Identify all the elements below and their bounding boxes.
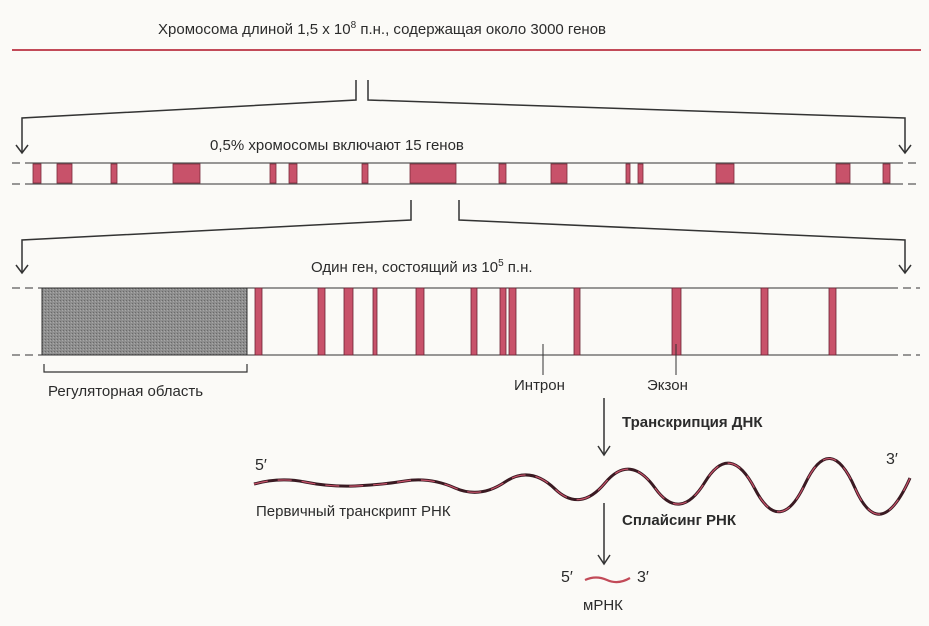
primary-five-prime: 5′ <box>255 457 267 474</box>
gene-mark <box>56 163 73 184</box>
gene-mark <box>269 163 277 184</box>
splicing-arrow <box>597 503 611 566</box>
gene-mark <box>637 163 644 184</box>
transcription-label: Транскрипция ДНК <box>622 414 763 431</box>
exon-mark <box>317 287 326 356</box>
gene-mark <box>550 163 568 184</box>
chromosome-title: Хромосома длиной 1,5 х 108 п.н., содержа… <box>158 20 607 38</box>
gene-mark <box>110 163 118 184</box>
transcription-arrow <box>597 398 611 457</box>
gene-mark <box>498 163 507 184</box>
gene-mark <box>32 163 42 184</box>
primary-three-prime: 3′ <box>886 451 898 468</box>
splicing-label: Сплайсинг РНК <box>622 512 737 529</box>
regulatory-region <box>41 287 248 356</box>
gene-mark <box>409 163 457 184</box>
exon-mark <box>254 287 263 356</box>
gene-mark <box>715 163 735 184</box>
zoom-lines-segment <box>21 200 906 272</box>
gene-mark <box>288 163 298 184</box>
mrna-label: мРНК <box>583 597 623 614</box>
segment-genes <box>32 163 891 184</box>
gene-mark <box>625 163 631 184</box>
mrna-five-prime: 5′ <box>561 569 573 586</box>
gene-mark <box>835 163 851 184</box>
gene-mark <box>361 163 369 184</box>
zoom-arrowheads-segment <box>15 264 912 275</box>
exon-mark <box>415 287 425 356</box>
segment-band <box>12 162 920 185</box>
exon-mark <box>372 287 378 356</box>
regulatory-bracket <box>43 364 248 373</box>
exon-mark <box>573 287 581 356</box>
exon-mark <box>343 287 354 356</box>
primary-transcript-label: Первичный транскрипт РНК <box>256 503 451 520</box>
zoom-arrowheads-chromosome <box>15 144 912 155</box>
regulatory-label: Регуляторная область <box>48 383 204 400</box>
gene-mark <box>882 163 891 184</box>
segment-title: 0,5% хромосомы включают 15 генов <box>210 137 464 154</box>
exon-mark <box>828 287 837 356</box>
exon-mark <box>760 287 769 356</box>
mrna-three-prime: 3′ <box>637 569 649 586</box>
exon-mark <box>470 287 478 356</box>
intron-label: Интрон <box>514 377 565 394</box>
gene-exons <box>254 287 837 356</box>
exon-mark <box>508 287 517 356</box>
exon-label: Экзон <box>647 377 688 394</box>
gene-title: Один ген, состоящий из 105 п.н. <box>311 258 533 276</box>
gene-mark <box>172 163 201 184</box>
exon-mark <box>499 287 507 356</box>
zoom-lines-chromosome <box>21 80 906 152</box>
mrna-line <box>584 576 631 584</box>
